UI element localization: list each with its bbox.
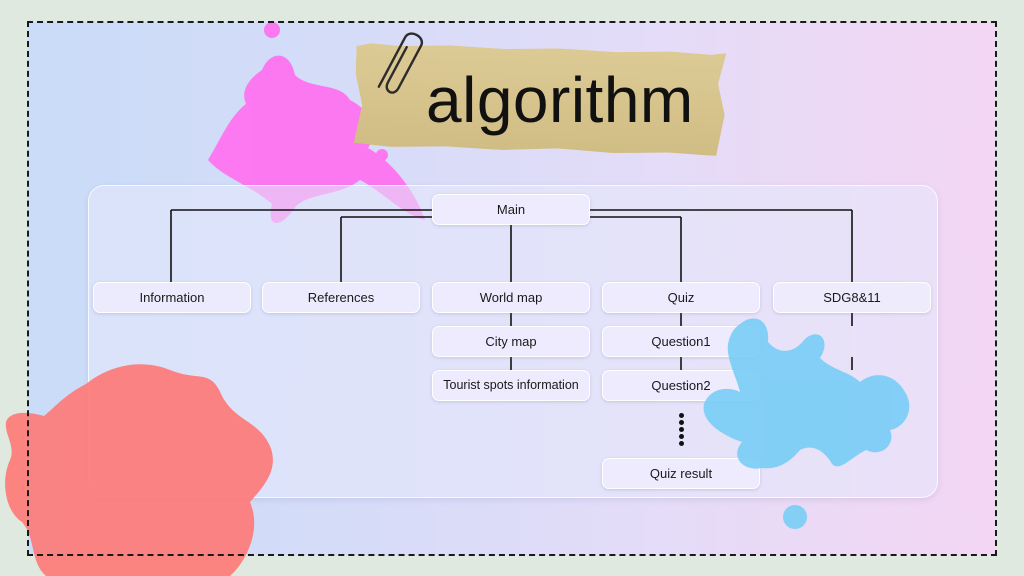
blue-paint-splat [703, 318, 910, 529]
node-tourist-spots-information: Tourist spots information [432, 370, 590, 401]
coral-paint-splat [5, 364, 273, 576]
node-quiz-result: Quiz result [602, 458, 760, 489]
page-title: algorithm [426, 64, 694, 136]
node-quiz: Quiz [602, 282, 760, 313]
node-information: Information [93, 282, 251, 313]
paperclip-icon [377, 32, 424, 94]
node-city-map: City map [432, 326, 590, 357]
node-main: Main [432, 194, 590, 225]
node-sdg8-11: SDG8&11 [773, 282, 931, 313]
ellipsis-dots [679, 413, 685, 448]
magenta-paint-splat [208, 22, 425, 224]
node-references: References [262, 282, 420, 313]
node-world-map: World map [432, 282, 590, 313]
